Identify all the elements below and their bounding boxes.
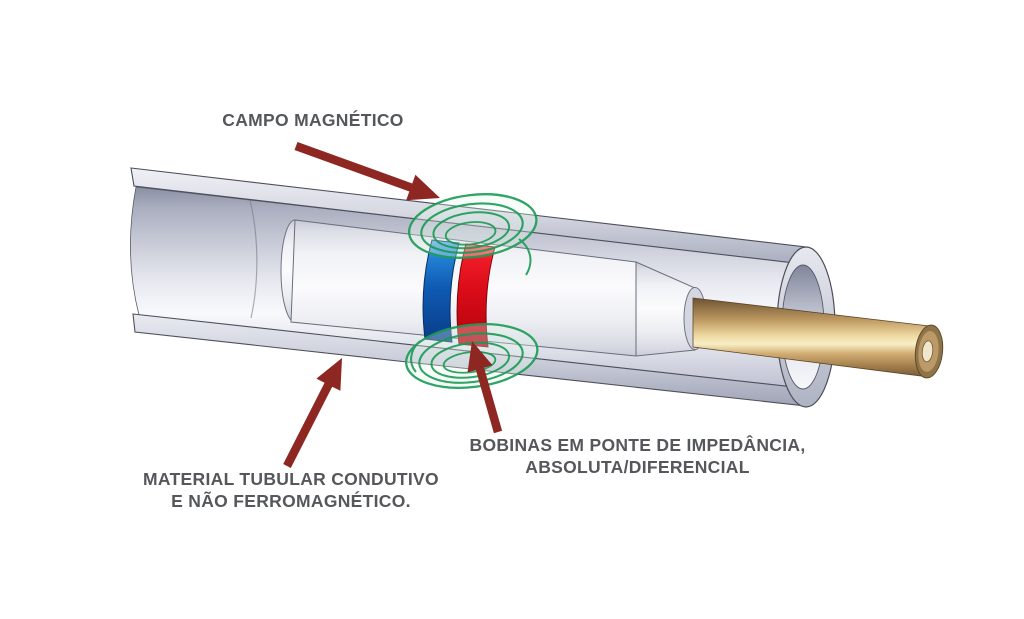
coil-band-blue (422, 239, 460, 343)
coil-band-red (456, 243, 496, 348)
bobinas-arrow-icon (467, 341, 503, 434)
field-lines-top (407, 193, 538, 276)
rod-bore-hole (921, 340, 934, 363)
material-tubular-label: MATERIAL TUBULAR CONDUTIVO E NÃO FERROMA… (118, 468, 464, 512)
bobinas-label-line2: ABSOLUTA/DIFERENCIAL (525, 457, 750, 477)
bobinas-label: BOBINAS EM PONTE DE IMPEDÂNCIA, ABSOLUTA… (455, 434, 820, 478)
bobinas-label-line1: BOBINAS EM PONTE DE IMPEDÂNCIA, (469, 435, 806, 455)
material-tubular-label-line2: E NÃO FERROMAGNÉTICO. (171, 491, 411, 511)
tube-inner-horizon-line (249, 199, 258, 319)
material-tubular-label-line1: MATERIAL TUBULAR CONDUTIVO (143, 469, 439, 489)
campo-magnetico-label-text: CAMPO MAGNÉTICO (222, 110, 404, 130)
campo-magnetico-arrow-icon (294, 142, 440, 201)
material-tubular-arrow-icon (283, 358, 342, 468)
annotation-arrows (283, 142, 503, 468)
campo-magnetico-label: CAMPO MAGNÉTICO (203, 109, 423, 131)
center-rod (692, 297, 944, 379)
